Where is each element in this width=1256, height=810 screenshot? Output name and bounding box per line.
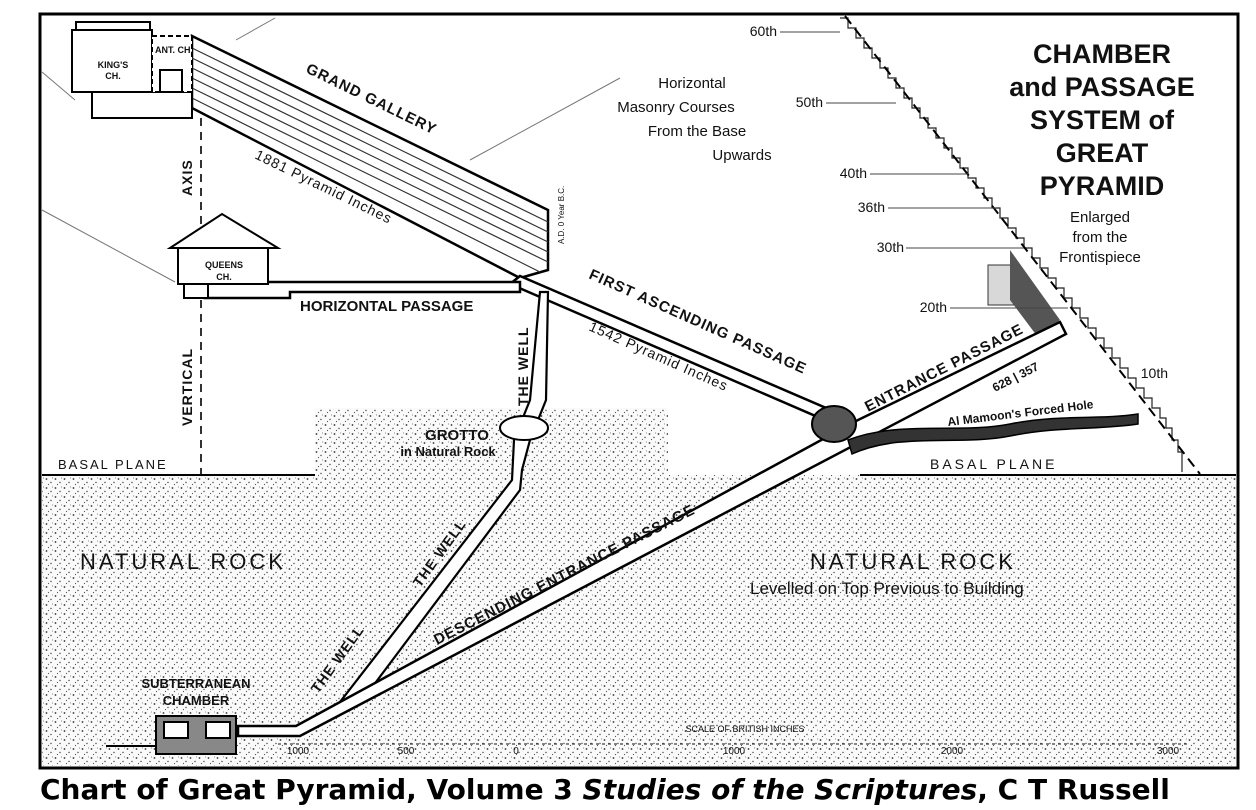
scale-tick-1000-left: 1000 [287, 746, 310, 757]
figure-caption: Chart of Great Pyramid, Volume 3 Studies… [40, 770, 1256, 810]
courses-note: Horizontal Masonry Courses From the Base… [617, 75, 771, 164]
course-label-36: 36th [858, 199, 885, 215]
rock-raised-plateau [315, 408, 668, 475]
course-label-60: 60th [750, 23, 777, 39]
al-mamoon-forced-hole [847, 413, 1139, 456]
caption-italic-title: Studies of the Scriptures [582, 773, 978, 806]
queens-label-2: CH. [216, 272, 232, 282]
kings-label-1: KING'S [98, 60, 129, 70]
junction-plug [811, 405, 857, 443]
subtitle-line-3: Frontispiece [1059, 249, 1141, 266]
courses-note-line-1: Horizontal [658, 75, 726, 92]
kings-chamber [71, 21, 193, 119]
subterranean-labels: SUBTERRANEAN CHAMBER [141, 676, 250, 708]
descending-entrance-passage [236, 320, 1068, 738]
scale-bar: SCALE OF BRITISH INCHES 1000 500 0 1000 … [278, 724, 1190, 757]
grotto-shape [499, 415, 549, 441]
courses-note-line-4: Upwards [712, 147, 771, 164]
grotto-sub-label: in Natural Rock [400, 444, 496, 459]
subterranean-label-1: SUBTERRANEAN [141, 676, 250, 691]
course-labels: 60th 50th 40th 36th 30th 20th 10th [750, 23, 1168, 381]
queens-chamber [166, 212, 282, 299]
natural-rock-label-right: NATURAL ROCK [810, 549, 1016, 574]
course-leader-lines [780, 31, 1068, 309]
grotto-label: GROTTO [425, 427, 489, 444]
scale-tick-0: 0 [513, 746, 519, 757]
course-label-50: 50th [796, 94, 823, 110]
grotto-labels: GROTTO in Natural Rock [400, 427, 496, 459]
horizontal-passage-label: HORIZONTAL PASSAGE [300, 298, 473, 315]
courses-note-line-2: Masonry Courses [617, 99, 735, 116]
pyramid-diagram: CHAMBER and PASSAGE SYSTEM of GREAT PYRA… [38, 12, 1240, 770]
vertical-label: VERTICAL [179, 348, 195, 426]
scale-tick-500: 500 [398, 746, 415, 757]
course-label-20: 20th [920, 299, 947, 315]
scale-tick-3000: 3000 [1157, 746, 1180, 757]
title-line-4: GREAT [1056, 138, 1149, 168]
axis-label: AXIS [179, 159, 195, 196]
natural-rock-label-left: NATURAL ROCK [80, 549, 286, 574]
pyramid-casing-line [844, 15, 1201, 475]
diagram-frame: CHAMBER and PASSAGE SYSTEM of GREAT PYRA… [38, 12, 1240, 770]
scale-tick-1000: 1000 [723, 746, 746, 757]
well-label-upper: THE WELL [515, 326, 531, 406]
levelled-label: Levelled on Top Previous to Building [750, 579, 1024, 598]
subterranean-chamber [106, 715, 237, 755]
entrance-casing-block [1010, 250, 1060, 340]
natural-rock-region [42, 475, 1236, 766]
subtitle-line-2: from the [1072, 229, 1127, 246]
subtitle-line-1: Enlarged [1070, 209, 1130, 226]
scale-tick-2000: 2000 [941, 746, 964, 757]
date-mark-label: A.D. 0 Year B.C. [557, 186, 566, 244]
grand-gallery [190, 33, 550, 280]
basal-plane-label-left: BASAL PLANE [58, 457, 168, 472]
title-line-2: and PASSAGE [1009, 72, 1195, 102]
queens-label-1: QUEENS [205, 260, 243, 270]
course-label-40: 40th [840, 165, 867, 181]
title-line-1: CHAMBER [1033, 39, 1171, 69]
title-line-5: PYRAMID [1040, 171, 1165, 201]
antechamber-label: ANT. CH. [155, 45, 193, 55]
course-label-30: 30th [877, 239, 904, 255]
title-block: CHAMBER and PASSAGE SYSTEM of GREAT PYRA… [1009, 39, 1195, 201]
course-label-10: 10th [1141, 365, 1168, 381]
basal-plane-label-right: BASAL PLANE [930, 456, 1057, 472]
chamber-labels: KING'S CH. ANT. CH. QUEENS CH. [98, 45, 243, 282]
kings-label-2: CH. [105, 71, 121, 81]
subterranean-label-2: CHAMBER [163, 693, 230, 708]
guide-lines [41, 17, 621, 283]
caption-suffix: , C T Russell [977, 773, 1170, 806]
caption-prefix: Chart of Great Pyramid, Volume 3 [40, 773, 583, 806]
subtitle-block: Enlarged from the Frontispiece [1059, 209, 1141, 266]
scale-title: SCALE OF BRITISH INCHES [685, 724, 804, 734]
courses-note-line-3: From the Base [648, 123, 746, 140]
title-line-3: SYSTEM of [1030, 105, 1175, 135]
